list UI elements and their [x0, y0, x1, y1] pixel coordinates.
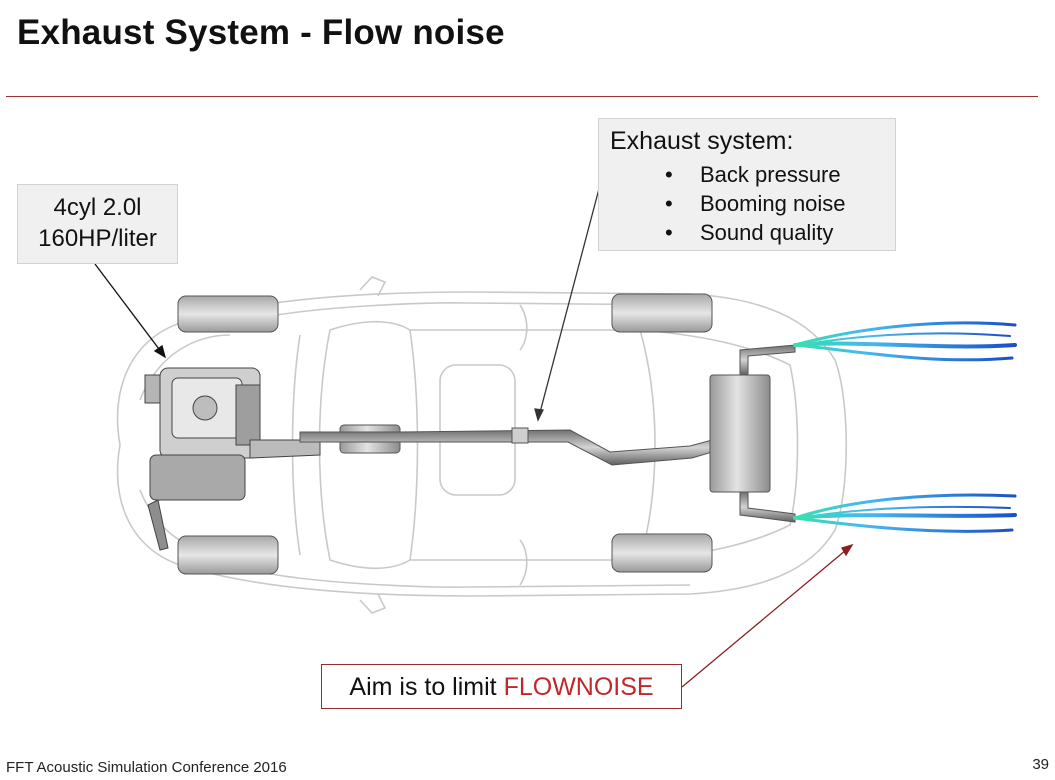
engine-spec-callout: 4cyl 2.0l 160HP/liter — [17, 184, 178, 264]
engine-spec-line1: 4cyl 2.0l — [53, 194, 142, 221]
leader-arrows — [94, 184, 854, 688]
car-body-outline — [116, 276, 848, 614]
exhaust-system-callout: Exhaust system: •Back pressure •Booming … — [598, 118, 896, 251]
aim-callout: Aim is to limit FLOWNOISE — [321, 664, 682, 709]
bullet-glyph: • — [665, 220, 673, 245]
bullet-glyph: • — [665, 162, 673, 187]
page-number: 39 — [1032, 756, 1049, 773]
list-item: •Sound quality — [665, 220, 834, 245]
engine-block — [144, 367, 321, 551]
slide-footer: FFT Acoustic Simulation Conference 2016 — [6, 759, 287, 776]
bullet-glyph: • — [665, 191, 673, 216]
tires — [177, 293, 713, 575]
aim-callout-highlight: FLOWNOISE — [503, 673, 654, 701]
slide-title: Exhaust System - Flow noise — [17, 13, 505, 52]
exhaust-callout-list: •Back pressure •Booming noise •Sound qua… — [610, 160, 895, 247]
engine-spec-line2: 160HP/liter — [38, 225, 157, 252]
aim-callout-prefix: Aim is to limit — [349, 673, 504, 701]
list-item: •Booming noise — [665, 191, 846, 216]
list-item: •Back pressure — [665, 162, 841, 187]
exhaust-callout-heading: Exhaust system: — [610, 127, 794, 155]
tailpipe-flow-plumes — [793, 321, 1017, 533]
title-divider — [6, 96, 1038, 97]
exhaust-line — [299, 344, 796, 523]
